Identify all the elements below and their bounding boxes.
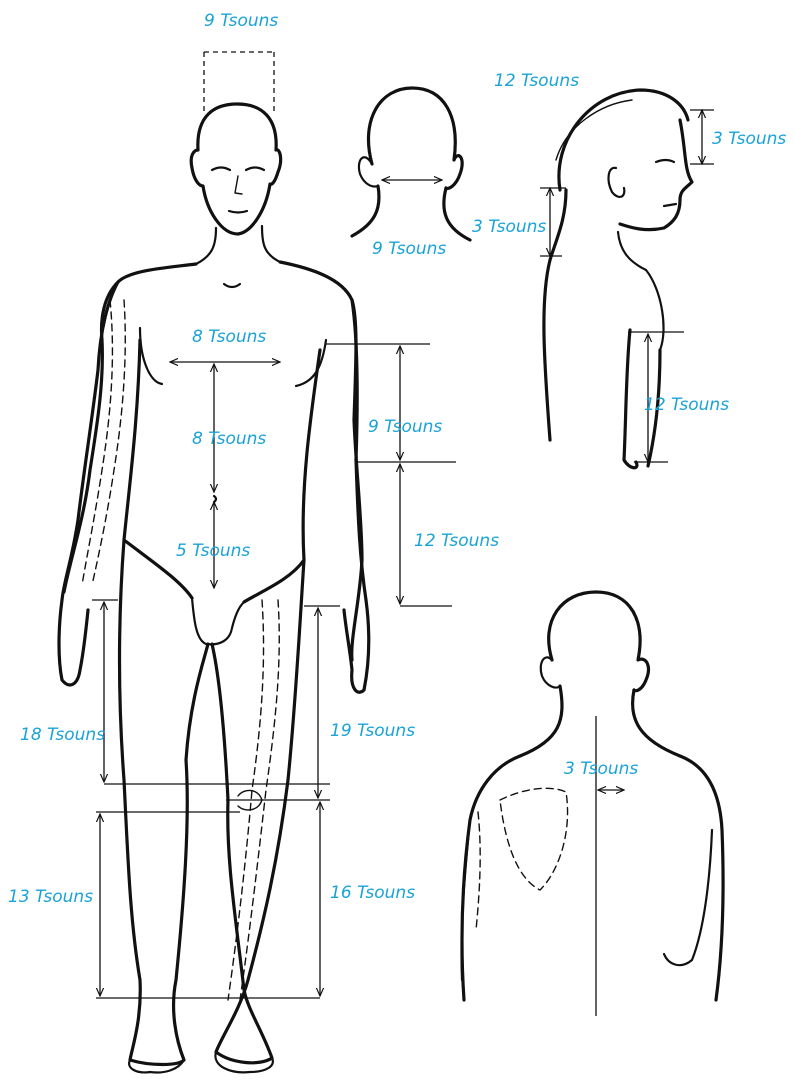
front-right-arm [344,300,369,692]
back-view-neck [520,686,680,756]
label-upper-arm: 12 Tsouns [644,395,729,415]
label-thigh-right: 19 Tsouns [330,721,415,741]
back-head-figure [352,88,470,240]
back-view-shoulder-sketch [476,812,480,930]
front-groin [192,598,244,644]
label-navel-to-groin: 5 Tsouns [176,541,250,561]
side-face [620,120,692,230]
back-head-outline [368,88,462,188]
front-clavicle [224,284,240,287]
label-thigh-left: 18 Tsouns [20,725,105,745]
label-head-arc: 12 Tsouns [494,71,579,91]
label-spine-offset: 3 Tsouns [564,759,638,779]
label-chest-width: 8 Tsouns [192,327,266,347]
back-head-neck [352,186,470,240]
label-neck-height: 3 Tsouns [472,217,546,237]
label-head-width: 9 Tsouns [204,11,278,31]
front-head-outline [191,104,280,234]
upper-arm-guides [326,344,456,606]
back-head-ear-left [359,157,378,186]
label-neck-width: 9 Tsouns [372,239,446,259]
side-head-arc [559,90,688,190]
label-shin-left: 13 Tsouns [8,887,93,907]
label-shoulder-to-elbow: 9 Tsouns [368,417,442,437]
back-view-figure [461,592,723,1016]
side-mouth [664,204,676,206]
front-measurements [92,52,456,998]
front-nose [235,176,242,194]
front-waist-right [244,350,320,602]
back-view-ear [541,657,560,687]
back-view-scapula-sketch [500,788,568,890]
label-elbow-to-wrist: 12 Tsouns [414,531,499,551]
label-chest-to-navel: 8 Tsouns [192,429,266,449]
front-torso-right [280,262,362,660]
back-view-head [549,592,649,691]
front-navel [214,496,216,502]
front-neck [196,226,280,264]
label-shin-right: 16 Tsouns [330,883,415,903]
side-eye [656,160,674,162]
front-mouth [229,211,247,213]
side-back-neck [544,190,566,440]
front-eyes [212,168,264,171]
front-figure [59,104,369,1073]
back-view-arm-right [664,830,712,965]
label-face-height: 3 Tsouns [712,129,786,149]
side-head-arc-inner [556,100,632,160]
side-ear [609,168,625,197]
